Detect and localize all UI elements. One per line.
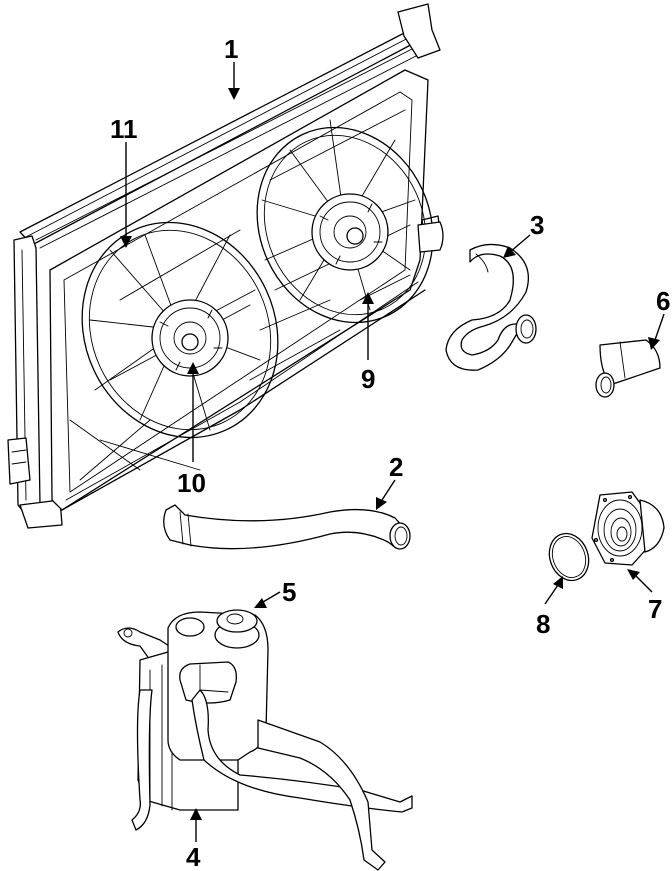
callout-5[interactable]: 5 (282, 577, 296, 607)
coolant-reservoir[interactable] (117, 609, 413, 871)
callout-2[interactable]: 2 (389, 452, 403, 482)
callout-3[interactable]: 3 (530, 210, 544, 240)
callout-labels: 1 11 3 6 9 10 2 5 4 8 7 (110, 34, 670, 871)
thermostat-gasket[interactable] (543, 528, 595, 586)
radiator-assembly[interactable] (7, 3, 464, 529)
callout-9[interactable]: 9 (361, 364, 375, 394)
callout-1[interactable]: 1 (224, 34, 238, 64)
callout-4[interactable]: 4 (186, 842, 201, 871)
callout-8[interactable]: 8 (536, 609, 550, 639)
leader-lines (120, 62, 665, 842)
upper-radiator-hose[interactable] (445, 243, 537, 371)
callout-10[interactable]: 10 (177, 468, 206, 498)
fan-motor-left-hub (151, 299, 229, 377)
hose-connector[interactable] (595, 339, 661, 398)
thermostat-housing[interactable] (591, 491, 665, 566)
lower-radiator-hose[interactable] (163, 504, 411, 550)
callout-11[interactable]: 11 (110, 114, 138, 144)
callout-7[interactable]: 7 (648, 594, 662, 624)
fan-motor-right-hub (311, 193, 389, 271)
callout-6[interactable]: 6 (656, 286, 670, 316)
reservoir-cap[interactable] (214, 609, 260, 649)
